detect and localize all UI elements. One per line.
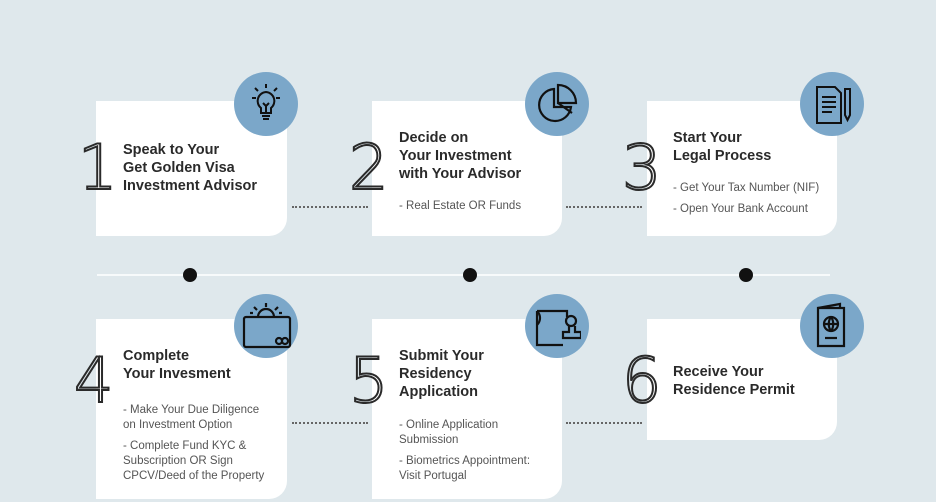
title-line: Speak to Your bbox=[123, 142, 220, 158]
step-title: Start Your Legal Process bbox=[673, 129, 771, 165]
pie-chart-icon bbox=[525, 72, 589, 136]
timeline-dot bbox=[739, 268, 753, 282]
step-title: Speak to Your Get Golden Visa Investment… bbox=[123, 141, 257, 195]
title-line: Get Golden Visa bbox=[123, 160, 235, 176]
step-title: Decide on Your Investment with Your Advi… bbox=[399, 129, 521, 183]
timeline-dot bbox=[463, 268, 477, 282]
title-line: Decide on bbox=[399, 130, 469, 146]
title-line: Your Invesment bbox=[123, 366, 231, 382]
bullet: - Get Your Tax Number (NIF) bbox=[673, 182, 820, 194]
step-number: 5 bbox=[348, 344, 389, 417]
title-line: Submit Your bbox=[399, 348, 484, 364]
step-card-3 bbox=[647, 101, 837, 236]
stamp-document-icon bbox=[525, 294, 589, 358]
step-bullets: - Online Application Submission - Biomet… bbox=[399, 418, 549, 490]
timeline-dot bbox=[183, 268, 197, 282]
step-number: 1 bbox=[77, 131, 118, 204]
title-line: Your Investment bbox=[399, 148, 512, 164]
title-line: Application bbox=[399, 384, 478, 400]
title-line: Start Your bbox=[673, 130, 742, 146]
step-number: 6 bbox=[621, 344, 662, 417]
bullet: - Open Your Bank Account bbox=[673, 203, 808, 215]
title-line: Residence Permit bbox=[673, 382, 795, 398]
card-coin-icon bbox=[234, 294, 298, 358]
step-bullets: - Make Your Due Diligence on Investment … bbox=[123, 403, 273, 490]
bullet: - Online Application Submission bbox=[399, 419, 499, 446]
connector-dots bbox=[292, 422, 368, 424]
title-line: Legal Process bbox=[673, 148, 772, 164]
connector-dots bbox=[566, 206, 642, 208]
lightbulb-icon bbox=[234, 72, 298, 136]
bullet: - Biometrics Appointment: Visit Portugal bbox=[399, 455, 531, 482]
connector-dots bbox=[292, 206, 368, 208]
title-line: Complete bbox=[123, 348, 190, 364]
step-number: 3 bbox=[621, 131, 662, 204]
passport-icon bbox=[800, 294, 864, 358]
bullet: - Real Estate OR Funds bbox=[399, 200, 522, 212]
step-title: Submit Your Residency Application bbox=[399, 347, 484, 401]
title-line: Investment Advisor bbox=[123, 178, 258, 194]
step-bullets: - Real Estate OR Funds bbox=[399, 199, 521, 220]
document-pen-icon bbox=[800, 72, 864, 136]
step-number: 4 bbox=[73, 344, 114, 417]
step-bullets: - Get Your Tax Number (NIF) - Open Your … bbox=[673, 181, 819, 223]
bullet: - Make Your Due Diligence on Investment … bbox=[123, 404, 260, 431]
step-card-5 bbox=[372, 319, 562, 499]
bullet: - Complete Fund KYC & Subscription OR Si… bbox=[123, 440, 265, 482]
step-title: Receive Your Residence Permit bbox=[673, 363, 795, 399]
step-number: 2 bbox=[348, 131, 389, 204]
title-line: with Your Advisor bbox=[399, 166, 522, 182]
title-line: Residency bbox=[399, 366, 472, 382]
step-title: Complete Your Invesment bbox=[123, 347, 231, 383]
connector-dots bbox=[566, 422, 642, 424]
title-line: Receive Your bbox=[673, 364, 764, 380]
step-card-2 bbox=[372, 101, 562, 236]
